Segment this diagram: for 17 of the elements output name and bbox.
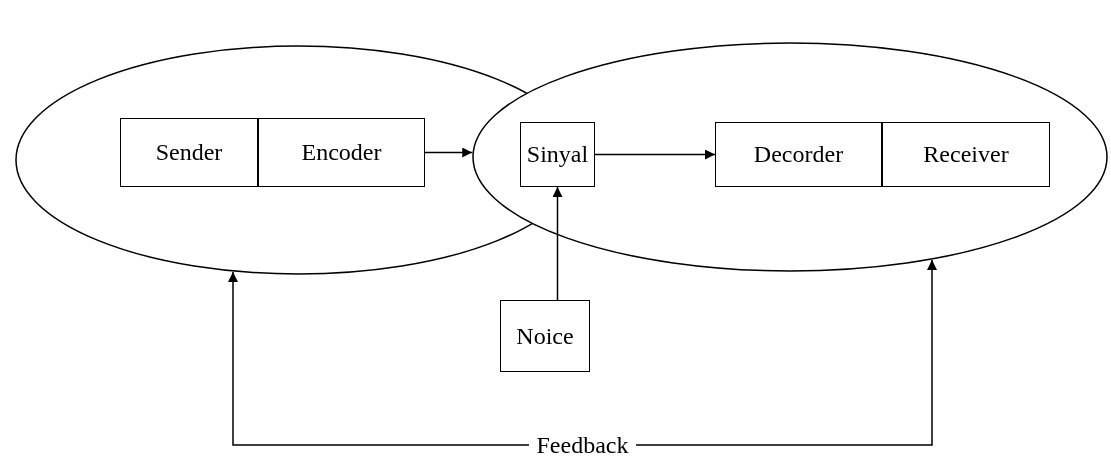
arrow [594, 149, 716, 160]
arrow [228, 259, 937, 446]
node-label: Noice [516, 322, 574, 350]
process-box [715, 122, 882, 187]
process-box [520, 122, 595, 187]
process-box [120, 118, 258, 187]
node-label: Sender [155, 139, 223, 166]
process-box [258, 118, 425, 187]
node-label: Sinyal [526, 141, 589, 168]
node-label: Decorder [753, 141, 844, 168]
process-box [500, 300, 590, 372]
node-label: Receiver [923, 141, 1009, 168]
arrow [424, 147, 473, 158]
arrow [552, 186, 563, 301]
node-label: Encoder [301, 139, 382, 166]
ellipse-region [472, 42, 1108, 272]
process-box [882, 122, 1050, 187]
